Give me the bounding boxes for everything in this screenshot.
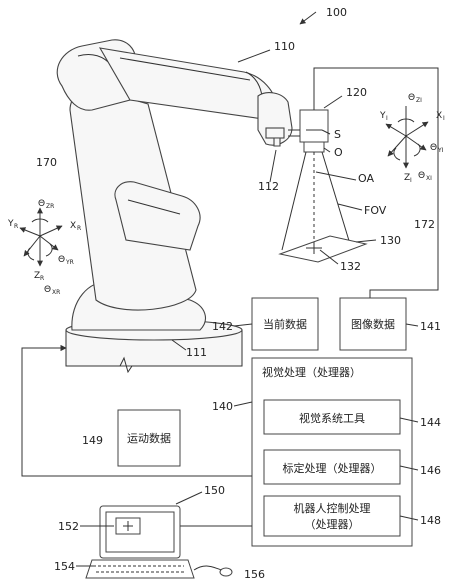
svg-text:OA: OA	[358, 172, 374, 185]
svg-text:Θ: Θ	[38, 199, 45, 209]
svg-text:132: 132	[340, 260, 361, 273]
svg-text:FOV: FOV	[364, 204, 387, 217]
vision-tools-box: 视觉系统工具 144	[263, 399, 441, 435]
robot-tool-tip	[273, 137, 281, 147]
tool-tip-label: 112	[258, 149, 279, 193]
svg-text:X: X	[436, 111, 442, 121]
robot-shoulder	[114, 181, 201, 251]
robot-label: 110	[237, 40, 295, 63]
svg-text:Z: Z	[34, 271, 40, 281]
svg-text:172: 172	[414, 218, 435, 231]
svg-text:ZI: ZI	[416, 97, 422, 104]
svg-text:Θ: Θ	[408, 93, 415, 103]
svg-text:152: 152	[58, 520, 79, 533]
svg-text:当前数据: 当前数据	[263, 317, 307, 331]
calibration-feature-label: 132	[319, 249, 361, 273]
svg-text:YI: YI	[437, 147, 444, 154]
robot-coordinate-axes: 170 Θ ZR Y R X R Θ YR Z R Θ XR	[7, 156, 81, 296]
computer-label: 150	[175, 484, 225, 505]
svg-text:Θ: Θ	[58, 255, 65, 265]
svg-text:130: 130	[380, 234, 401, 247]
camera-label: 120	[323, 86, 367, 109]
keyboard	[85, 559, 195, 579]
svg-text:148: 148	[420, 514, 441, 527]
robot-control-box: 机器人控制处理 （处理器） 148	[263, 495, 441, 537]
svg-text:142: 142	[212, 320, 233, 333]
svg-text:S: S	[334, 128, 341, 141]
svg-text:R: R	[77, 225, 81, 232]
svg-text:Z: Z	[404, 173, 410, 183]
field-of-view: OA FOV	[281, 151, 387, 251]
computer	[85, 505, 252, 579]
mouse-label: 156	[244, 568, 265, 581]
svg-text:标定处理（处理器）: 标定处理（处理器）	[283, 461, 382, 475]
svg-text:R: R	[40, 275, 44, 282]
camera: S O	[288, 109, 343, 159]
svg-text:R: R	[14, 223, 18, 230]
svg-text:141: 141	[420, 320, 441, 333]
svg-text:图像数据: 图像数据	[351, 317, 395, 331]
svg-text:Θ: Θ	[418, 171, 425, 181]
svg-text:I: I	[443, 115, 445, 122]
calibration-box: 标定处理（处理器） 146	[263, 449, 441, 485]
motion-data-box: 运动数据 149	[82, 409, 181, 467]
current-data-box: 当前数据 142	[212, 297, 319, 351]
system-label: 100	[299, 6, 347, 25]
calibration-object-label: 130	[355, 234, 401, 247]
svg-text:111: 111	[186, 346, 207, 359]
svg-text:Y: Y	[7, 219, 14, 229]
mouse	[219, 567, 233, 577]
svg-text:149: 149	[82, 434, 103, 447]
robot-arm	[56, 39, 293, 374]
svg-text:I: I	[386, 115, 388, 122]
svg-text:机器人控制处理: 机器人控制处理	[294, 501, 371, 515]
svg-text:Θ: Θ	[430, 143, 437, 153]
keyboard-label: 154	[54, 560, 96, 573]
svg-text:运动数据: 运动数据	[127, 431, 171, 445]
svg-text:170: 170	[36, 156, 57, 169]
svg-text:110: 110	[274, 40, 295, 53]
calibration-object	[278, 235, 368, 263]
svg-text:140: 140	[212, 400, 233, 413]
display-label: 152	[58, 520, 114, 533]
svg-text:146: 146	[420, 464, 441, 477]
camera-signal-line	[313, 67, 439, 298]
camera-body	[299, 109, 329, 143]
svg-text:144: 144	[420, 416, 441, 429]
svg-text:X: X	[70, 221, 76, 231]
svg-text:Y: Y	[379, 111, 386, 121]
svg-text:视觉处理（处理器）: 视觉处理（处理器）	[262, 365, 361, 379]
camera-coordinate-axes: 172 Θ ZI Y I X I Θ YI Z I Θ XI	[379, 93, 445, 231]
svg-text:YR: YR	[65, 259, 74, 266]
base-label: 111	[171, 339, 207, 359]
svg-text:120: 120	[346, 86, 367, 99]
robot-processor-links	[21, 345, 252, 477]
svg-text:112: 112	[258, 180, 279, 193]
svg-text:O: O	[334, 146, 343, 159]
svg-text:150: 150	[204, 484, 225, 497]
svg-text:156: 156	[244, 568, 265, 581]
svg-text:视觉系统工具: 视觉系统工具	[299, 411, 365, 425]
image-data-box: 图像数据 141	[339, 297, 441, 351]
camera-lens	[303, 141, 325, 153]
svg-text:XI: XI	[426, 175, 432, 182]
svg-text:ZR: ZR	[46, 203, 54, 210]
svg-text:154: 154	[54, 560, 75, 573]
svg-text:Θ: Θ	[44, 285, 51, 295]
svg-text:I: I	[410, 177, 412, 184]
svg-text:XR: XR	[52, 289, 60, 296]
svg-text:（处理器）: （处理器）	[305, 518, 360, 531]
svg-text:100: 100	[326, 6, 347, 19]
